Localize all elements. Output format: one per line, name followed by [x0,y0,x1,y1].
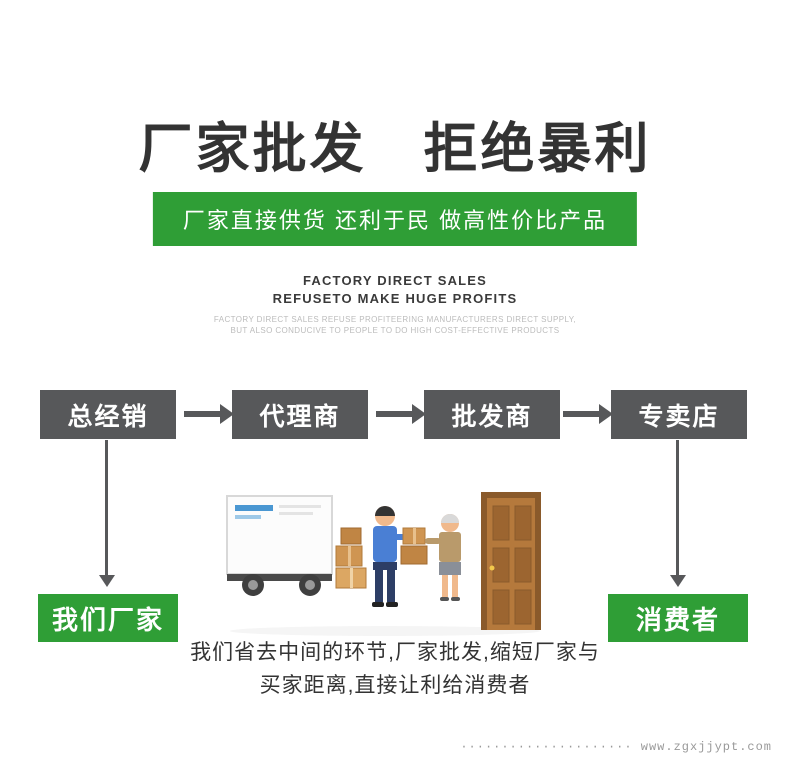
description-english: FACTORY DIRECT SALES REFUSE PROFITEERING… [0,314,790,336]
site-watermark: ····················· www.zgxjjypt.com [460,740,772,754]
subtitle-english-line2: REFUSETO MAKE HUGE PROFITS [272,291,518,306]
factory-box: 我们厂家 [38,594,178,642]
flow-step-agent: 代理商 [232,390,368,439]
door-knob [489,565,495,571]
down-arrow-icon [676,440,679,576]
description-english-line1: FACTORY DIRECT SALES REFUSE PROFITEERING… [213,315,577,324]
page-title: 厂家批发 拒绝暴利 [138,119,652,179]
description-english-line2: BUT ALSO CONDUCIVE TO PEOPLE TO DO HIGH … [230,326,560,335]
right-arrow-icon [376,411,412,417]
delivery-man [372,506,407,607]
flow-step-general-distributor: 总经销 [40,390,176,439]
subtitle-english: FACTORY DIRECT SALES REFUSETO MAKE HUGE … [0,272,790,308]
right-arrow-icon [563,411,599,417]
bottom-caption: 我们省去中间的环节,厂家批发,缩短厂家与 买家距离,直接让利给消费者 [0,636,790,702]
handed-boxes [400,527,428,565]
package-boxes [335,527,367,589]
watermark-dots: ····················· [460,740,633,754]
door-illustration [481,492,541,630]
truck-illustration [226,495,333,596]
bottom-caption-line2: 买家距离,直接让利给消费者 [259,674,531,697]
flow-step-wholesaler: 批发商 [424,390,560,439]
right-arrow-icon [184,411,220,417]
flow-step-retail-store: 专卖店 [611,390,747,439]
watermark-url: www.zgxjjypt.com [640,740,772,754]
ground-shadow [230,626,540,636]
green-banner: 厂家直接供货 还利于民 做高性价比产品 [152,192,638,246]
bottom-caption-line1: 我们省去中间的环节,厂家批发,缩短厂家与 [190,641,600,664]
delivery-illustration [226,492,541,636]
subtitle-english-line1: FACTORY DIRECT SALES [302,273,488,288]
customer [425,514,461,601]
down-arrow-icon [105,440,108,576]
consumer-box: 消费者 [608,594,748,642]
